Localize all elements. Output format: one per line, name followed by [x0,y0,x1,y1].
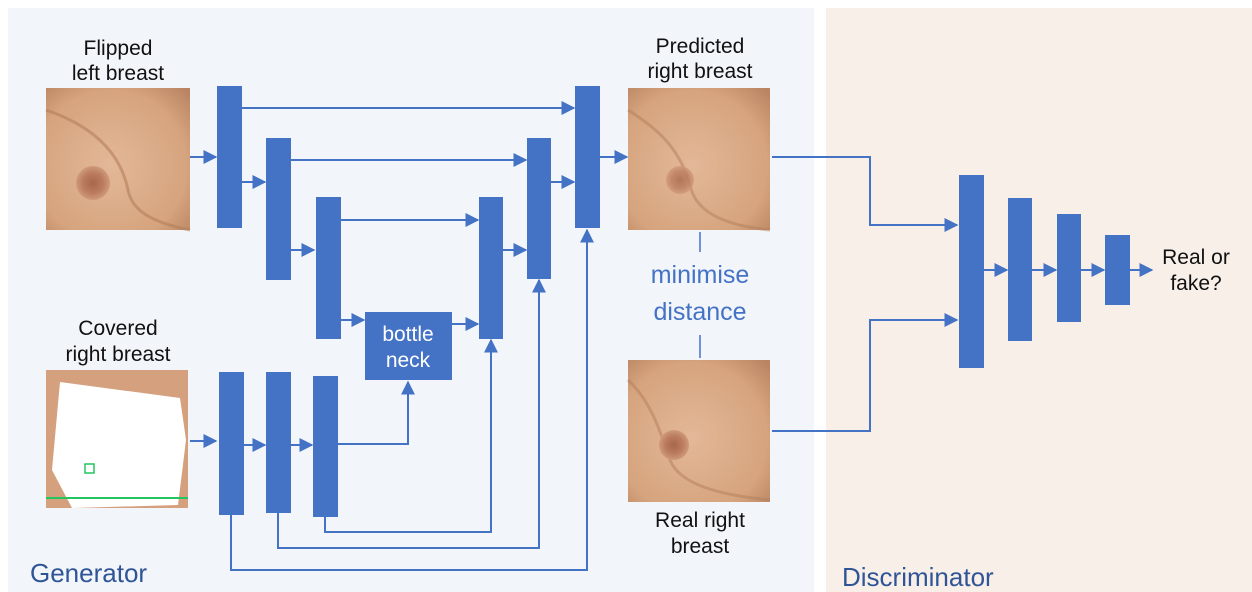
covered-right-label-line1: Covered [78,317,157,340]
flipped-left-breast-image [45,88,191,232]
loss-label-line1: minimise [651,261,750,289]
generator-connections [190,101,629,571]
discriminator-layer-1 [959,175,984,368]
covered-right-label-line2: right breast [65,343,170,366]
discriminator-connections [772,156,1154,432]
bottleneck-box [365,312,452,380]
discriminator-panel [826,8,1252,592]
encoder-b-layer-1 [219,372,244,515]
discriminator-section-label: Discriminator [842,562,994,592]
discriminator-layer-2 [1008,198,1032,341]
decoder-layer-3 [575,86,600,228]
predicted-right-label-line2: right breast [647,60,752,83]
output-label-line2: fake? [1170,272,1221,295]
real-right-label-line2: breast [671,535,730,558]
loss-label-line2: distance [653,298,746,326]
encoder-b-layer-2 [266,372,291,513]
encoder-b-layer-3 [313,376,338,517]
discriminator-layer-4 [1105,235,1130,305]
real-right-breast-image [626,360,771,502]
bottleneck-label-line2: neck [386,349,431,372]
decoder-layer-2 [527,138,551,279]
output-label-line1: Real or [1162,246,1230,269]
encoder-a-layer-2 [266,138,291,280]
predicted-right-breast-image [627,88,771,232]
discriminator-layer-3 [1057,214,1081,322]
flipped-left-label-line2: left breast [72,62,164,85]
covered-right-breast-image [46,370,188,508]
encoder-a-layer-1 [217,86,242,228]
encoder-a-layer-3 [316,197,341,339]
real-right-label-line1: Real right [655,509,745,532]
flipped-left-label-line1: Flipped [84,37,153,60]
predicted-right-label-line1: Predicted [656,35,745,58]
bottleneck-label-line1: bottle [382,323,433,346]
generator-section-label: Generator [30,558,147,588]
decoder-layer-1 [479,197,503,339]
